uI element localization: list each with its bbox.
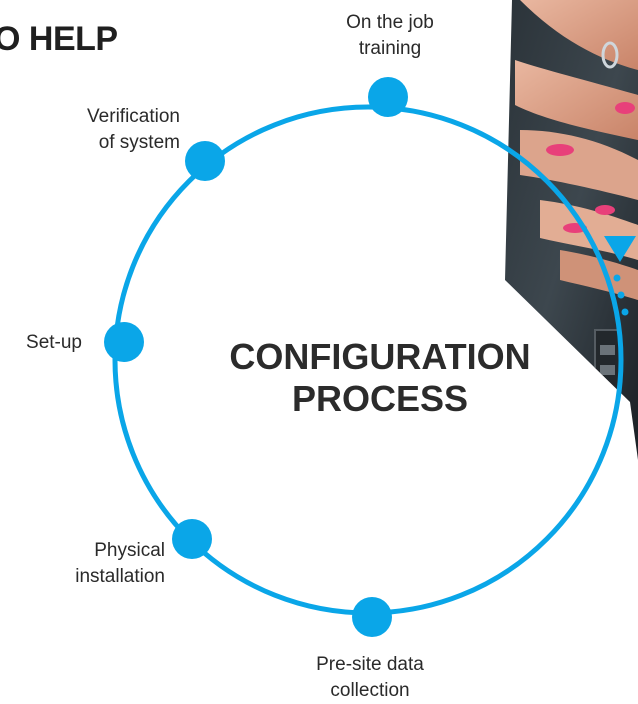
step-label-pre-site-data-collection: Pre-site data collection (316, 654, 424, 701)
step-node-pre-site-data-collection (352, 597, 392, 637)
cycle-arrow (604, 236, 636, 316)
page-heading: O HELP (0, 20, 118, 58)
arrow-head-icon (604, 236, 636, 262)
center-title: CONFIGURATION PROCESS (205, 336, 555, 420)
step-label-on-the-job-training: On the job training (346, 12, 434, 59)
step-label-verification-of-system: Verification of system (87, 106, 180, 153)
step-label-set-up: Set-up (26, 332, 82, 353)
step-node-set-up (104, 322, 144, 362)
step-node-verification-of-system (185, 141, 225, 181)
step-node-physical-installation (172, 519, 212, 559)
step-label-physical-installation: Physical installation (75, 540, 165, 587)
center-title-line2: PROCESS (291, 378, 469, 419)
center-title-line1: CONFIGURATION (229, 336, 531, 377)
step-node-on-the-job-training (368, 77, 408, 117)
